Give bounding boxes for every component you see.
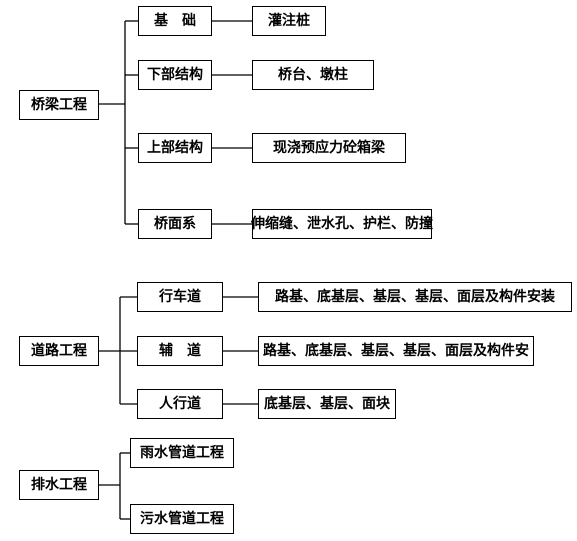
root-node-bridge: 桥梁工程 [19, 90, 99, 120]
node-deck-system: 桥面系 [138, 209, 212, 239]
detail-carriageway: 路基、底基层、基层、基层、面层及构件安装 [258, 282, 572, 312]
detail-foundation: 灌注桩 [252, 6, 326, 36]
detail-auxiliary-road: 路基、底基层、基层、基层、面层及构件安 [258, 336, 534, 366]
root-node-road: 道路工程 [19, 336, 99, 366]
node-carriageway: 行车道 [137, 282, 223, 312]
detail-substructure: 桥台、墩柱 [252, 60, 374, 90]
node-sewage-pipeline: 污水管道工程 [130, 504, 234, 534]
node-auxiliary-road: 辅 道 [137, 336, 223, 366]
node-rainwater-pipeline: 雨水管道工程 [130, 438, 234, 468]
node-superstructure: 上部结构 [138, 133, 212, 163]
root-node-drainage: 排水工程 [19, 470, 99, 500]
detail-deck-system: 伸缩缝、泄水孔、护栏、防撞 [251, 209, 433, 239]
detail-superstructure: 现浇预应力砼箱梁 [252, 133, 406, 163]
node-substructure: 下部结构 [138, 60, 212, 90]
detail-sidewalk: 底基层、基层、面块 [258, 389, 396, 419]
node-sidewalk: 人行道 [137, 389, 223, 419]
node-foundation: 基 础 [138, 6, 212, 36]
